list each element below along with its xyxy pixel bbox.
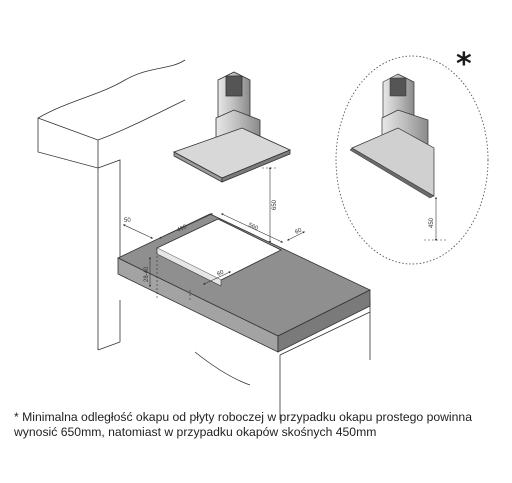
dim-label-490: 490 [176,224,188,234]
chimney-hood [173,71,292,183]
dimension-lines [122,166,306,300]
sloped-hood-detail: 450 [335,55,489,265]
wall-structure [37,59,371,420]
dim-label-60-front: 60 [216,269,225,278]
footnote-text: * Minimalna odległość okapu od płyty rob… [14,410,472,439]
dim-label-50: 50 [124,218,131,224]
asterisk-mark: * [456,47,472,82]
worktop [117,213,371,353]
dim-label-28-40: 28-40 [144,266,150,282]
dim-label-450: 450 [429,217,435,228]
dim-label-560: 560 [247,222,259,232]
dim-label-60-right: 60 [294,227,303,236]
dim-label-650: 650 [272,199,278,210]
